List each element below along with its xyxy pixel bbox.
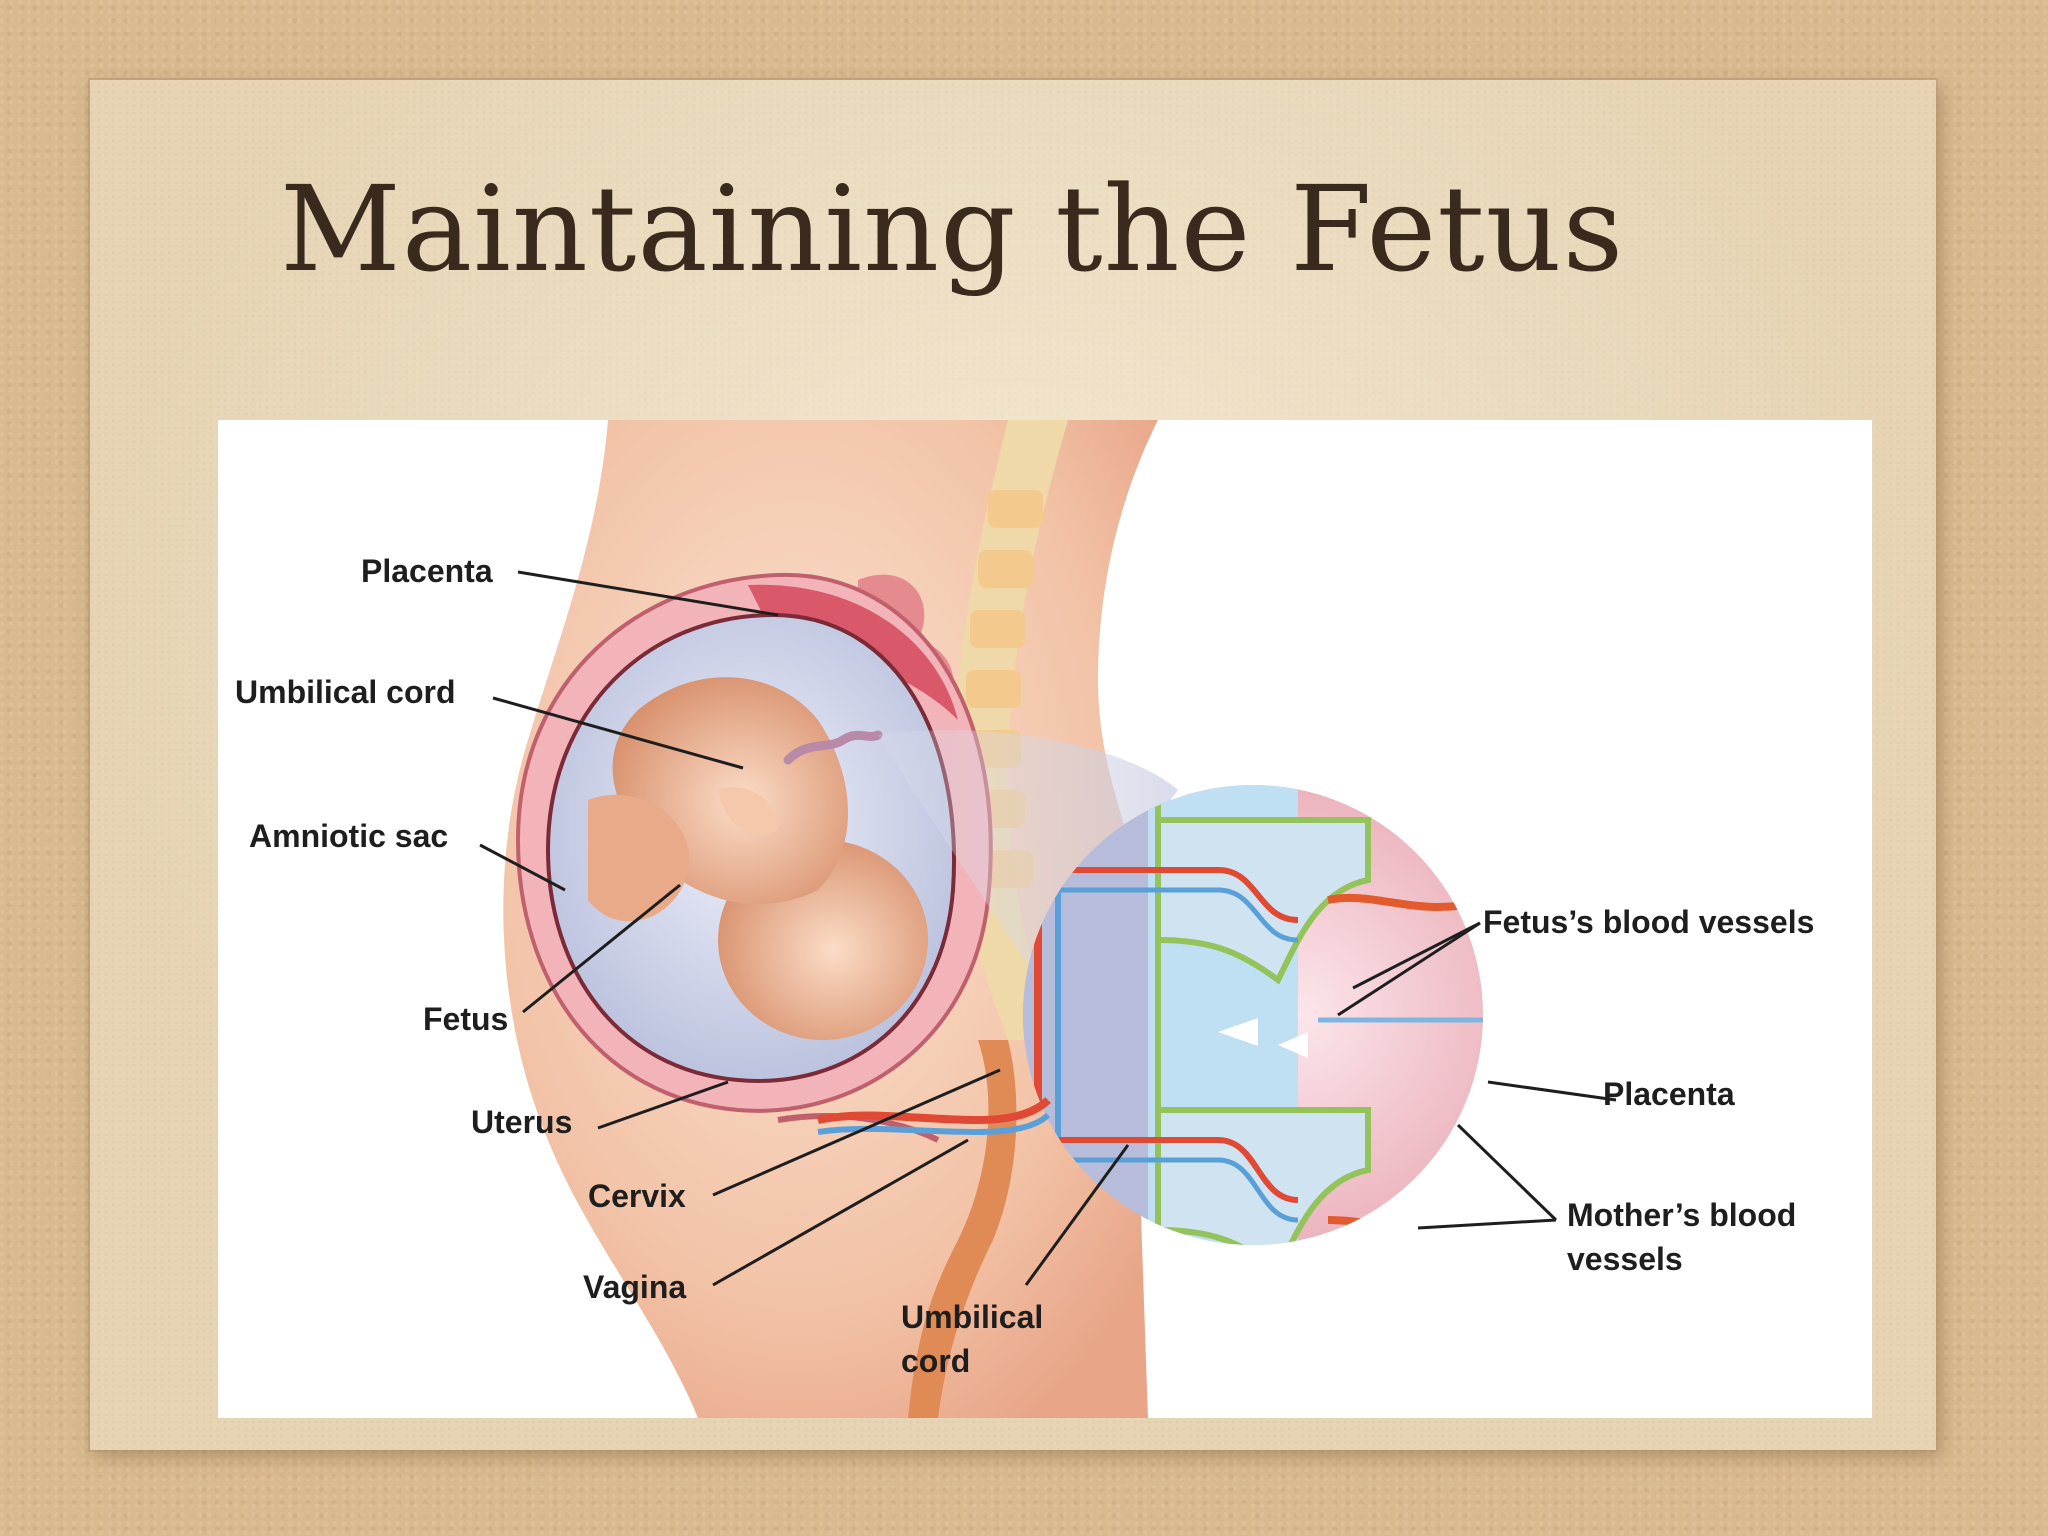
leader-lines xyxy=(479,570,1617,1287)
label-fetus: Fetus xyxy=(423,1001,508,1037)
fetus-illustration xyxy=(588,677,928,1040)
label-amniotic-sac: Amniotic sac xyxy=(249,818,448,854)
label-fetus-blood-vessels: Fetus’s blood vessels xyxy=(1483,904,1814,940)
label-cervix: Cervix xyxy=(588,1178,686,1214)
label-umbilical-cord-left: Umbilical cord xyxy=(235,674,456,710)
diagram-illustration: Placenta Umbilical cord Amniotic sac Fet… xyxy=(235,420,1814,1418)
label-umbilical-cord-bottom-line1: Umbilical xyxy=(901,1299,1043,1335)
label-placenta-right: Placenta xyxy=(1603,1076,1735,1112)
label-umbilical-cord-bottom-line2: cord xyxy=(901,1343,970,1379)
mother-body-illustration xyxy=(503,420,1158,1418)
label-mothers-blood-vessels-line2: vessels xyxy=(1567,1241,1683,1277)
label-mothers-blood-vessels-line1: Mother’s blood xyxy=(1567,1197,1796,1233)
page-title: Maintaining the Fetus xyxy=(280,160,1625,298)
label-placenta-left: Placenta xyxy=(361,553,493,589)
pregnancy-diagram: Placenta Umbilical cord Amniotic sac Fet… xyxy=(218,420,1872,1418)
label-vagina: Vagina xyxy=(583,1269,686,1305)
label-uterus: Uterus xyxy=(471,1104,572,1140)
placenta-detail-circle xyxy=(817,785,1483,1245)
magnifier-lens xyxy=(878,730,1178,980)
